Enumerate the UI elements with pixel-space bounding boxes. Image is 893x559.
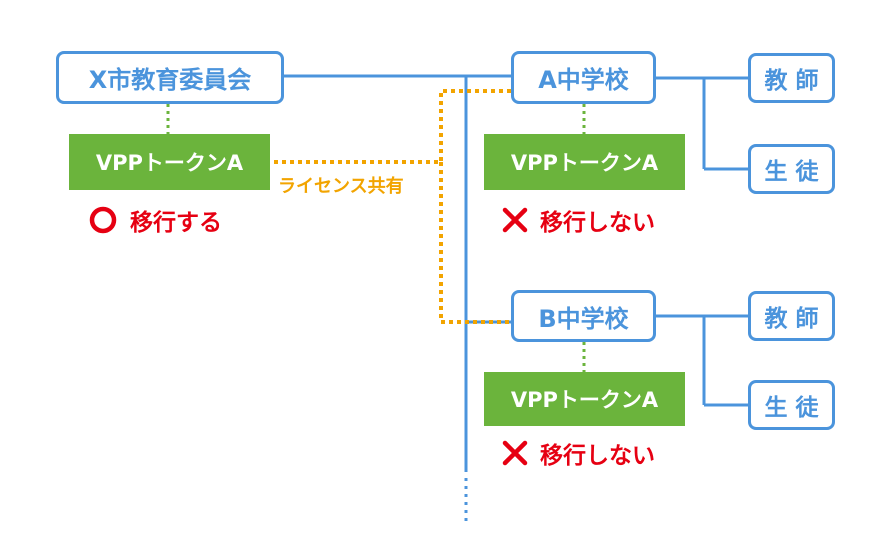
school-a-node: A中学校 <box>511 51 656 104</box>
school-a-student-label: 生 徒 <box>764 159 819 185</box>
license-share-path-b <box>439 162 512 324</box>
school-b-token-label: VPPトークンA <box>510 388 659 412</box>
cross-icon <box>502 207 528 233</box>
board-node: X市教育委員会 <box>56 51 284 104</box>
school-a-teacher-label: 教 師 <box>764 68 819 94</box>
license-share-text: ライセンス共有 <box>278 176 404 197</box>
school-b-student-label: 生 徒 <box>764 395 819 421</box>
school-a-token-label: VPPトークンA <box>510 151 659 175</box>
school-b-status-label: 移行しない <box>540 443 655 469</box>
school-a-status: 移行しない <box>502 203 655 237</box>
school-b-teacher-label: 教 師 <box>764 306 819 332</box>
school-b-token: VPPトークンA <box>484 372 685 426</box>
cross-icon <box>502 440 528 466</box>
circle-icon <box>89 206 117 234</box>
school-b-node: B中学校 <box>511 290 656 342</box>
board-token-label: VPPトークンA <box>95 151 244 175</box>
board-status-label: 移行する <box>130 210 222 236</box>
school-b-student-node: 生 徒 <box>748 380 835 430</box>
school-a-status-label: 移行しない <box>540 210 655 236</box>
school-a-label: A中学校 <box>538 66 629 94</box>
board-label: X市教育委員会 <box>88 66 252 94</box>
school-a-student-node: 生 徒 <box>748 144 835 194</box>
school-a-teacher-node: 教 師 <box>748 53 835 103</box>
school-b-teacher-node: 教 師 <box>748 291 835 341</box>
school-a-token: VPPトークンA <box>484 134 685 190</box>
school-b-label: B中学校 <box>538 304 629 333</box>
license-share-path <box>274 89 512 164</box>
school-b-status: 移行しない <box>502 436 655 470</box>
board-status: 移行する <box>88 203 222 237</box>
board-token: VPPトークンA <box>69 134 270 190</box>
license-share-label: ライセンス共有 <box>278 172 404 198</box>
